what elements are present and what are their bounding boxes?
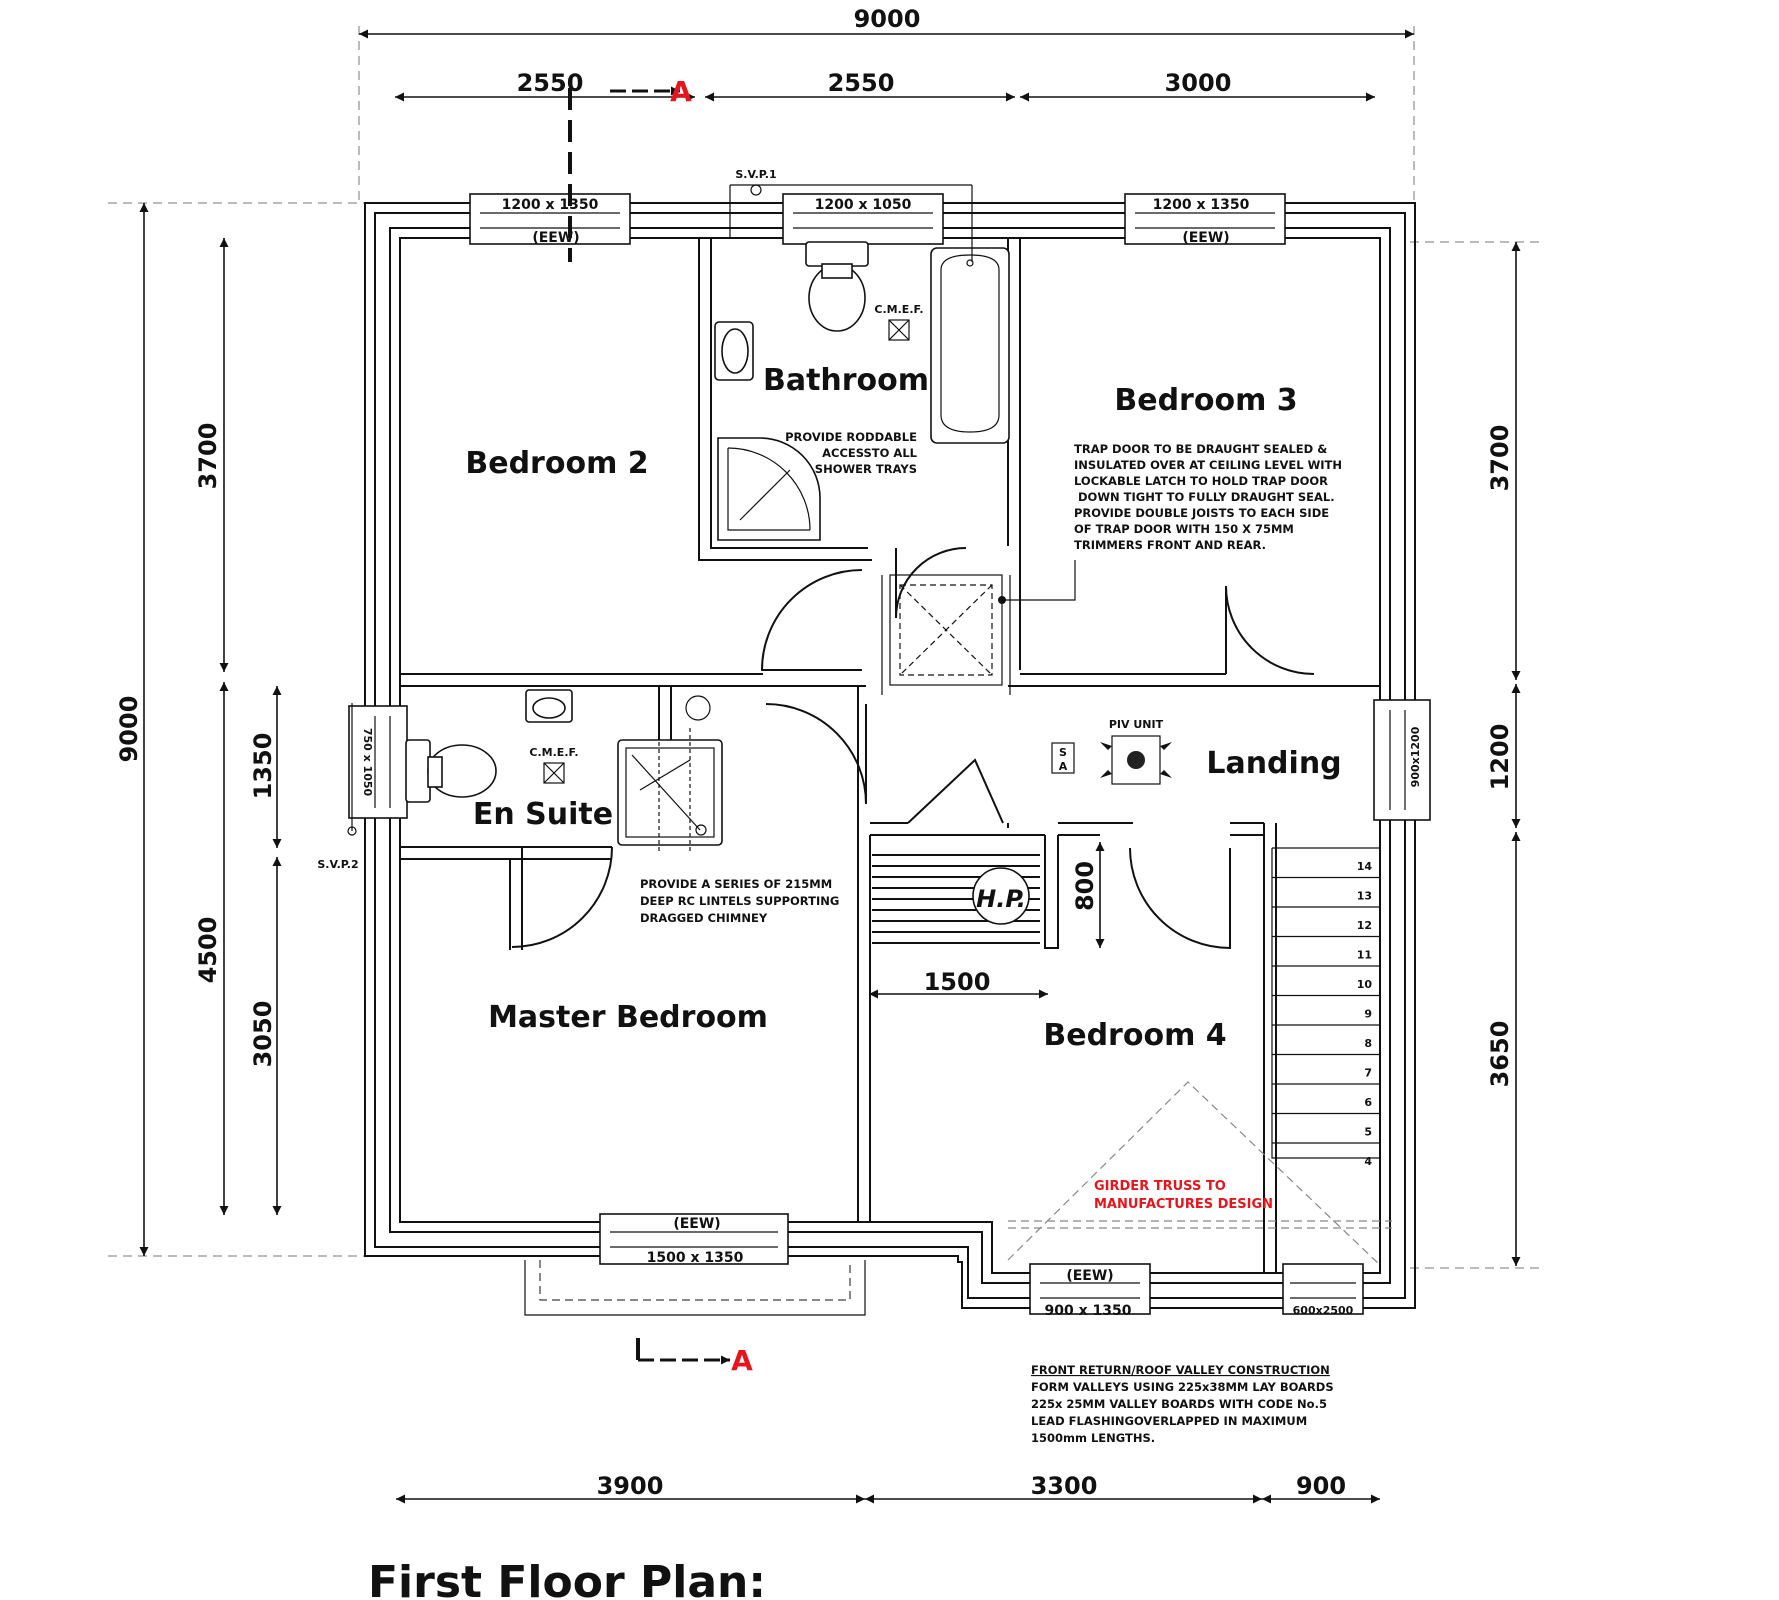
ensuite-fixtures: C.M.E.F. S.V.P.2 (317, 689, 723, 871)
dimension-lines (139, 29, 1521, 1504)
drawing-title: First Floor Plan: (368, 1557, 766, 1600)
note-trap-5: PROVIDE DOUBLE JOISTS TO EACH SIDE (1074, 506, 1329, 520)
stair-step-number: 4 (1364, 1155, 1372, 1168)
outer-walls (364, 202, 1416, 1309)
window-top-left-size: 1200 x 1350 (502, 197, 599, 213)
window-master-tag: (EEW) (673, 1216, 720, 1232)
dim-left-inner-2: 3050 (249, 1001, 277, 1068)
extension-lines (108, 26, 1545, 1269)
window-master-size: 1500 x 1350 (647, 1250, 744, 1266)
note-bathroom-2: ACCESSTO ALL (822, 446, 918, 460)
window-bed4-size: 900 x 1350 (1045, 1303, 1132, 1319)
staircase: 14 13 12 11 10 9 8 7 6 5 4 (1271, 847, 1380, 1168)
dim-top-3: 3000 (1165, 69, 1232, 97)
section-mark-bottom: A (731, 1344, 753, 1377)
note-valley-heading: FRONT RETURN/ROOF VALLEY CONSTRUCTION (1031, 1363, 1330, 1377)
window-top-right-tag: (EEW) (1182, 230, 1229, 246)
room-en-suite: En Suite (473, 797, 613, 832)
section-mark-top: A (670, 75, 692, 108)
stair-step-number: 10 (1357, 978, 1373, 991)
window-top-left-tag: (EEW) (532, 230, 579, 246)
window-ensuite-size: 750 x 1050 (361, 728, 374, 797)
bathroom-fixtures: C.M.E.F. S.V.P.1 (714, 168, 1010, 541)
piv-label: PIV UNIT (1109, 718, 1164, 731)
windows: 1200 x 1350 (EEW) 1200 x 1050 1200 x 135… (348, 193, 1431, 1319)
note-trap-7: TRIMMERS FRONT AND REAR. (1074, 538, 1266, 552)
cmef-bathroom: C.M.E.F. (874, 303, 923, 316)
dim-left-inner-1: 1350 (249, 733, 277, 800)
notes: PROVIDE RODDABLE ACCESSTO ALL SHOWER TRA… (640, 430, 1342, 1445)
note-chimney-1: PROVIDE A SERIES OF 215MM (640, 877, 832, 891)
dim-800: 800 (1071, 861, 1099, 911)
note-trap-1: TRAP DOOR TO BE DRAUGHT SEALED & (1074, 442, 1327, 456)
dim-left-overall: 9000 (115, 696, 143, 763)
stair-step-number: 6 (1364, 1096, 1372, 1109)
doors (511, 547, 1315, 950)
room-labels: Bedroom 2 Bathroom Bedroom 3 Landing En … (465, 363, 1341, 1053)
note-valley-3: LEAD FLASHINGOVERLAPPED IN MAXIMUM (1031, 1414, 1307, 1428)
stair-step-number: 14 (1357, 860, 1373, 873)
note-trap-2: INSULATED OVER AT CEILING LEVEL WITH (1074, 458, 1342, 472)
room-bedroom-3: Bedroom 3 (1114, 383, 1297, 418)
note-valley-4: 1500mm LENGTHS. (1031, 1431, 1155, 1445)
dim-1500: 1500 (924, 968, 991, 996)
stair-step-number: 12 (1357, 919, 1372, 932)
loft-hatch (881, 560, 1076, 695)
dim-top-2: 2550 (828, 69, 895, 97)
sa-label-bottom: A (1059, 760, 1068, 773)
room-master-bedroom: Master Bedroom (488, 1000, 768, 1035)
note-chimney-3: DRAGGED CHIMNEY (640, 911, 768, 925)
window-bed4-tag: (EEW) (1066, 1268, 1113, 1284)
landing-fixtures: S A PIV UNIT (1051, 718, 1172, 785)
stair-step-number: 8 (1364, 1037, 1372, 1050)
hot-press: H.P. (872, 854, 1040, 944)
room-landing: Landing (1206, 746, 1341, 781)
dim-top-overall: 9000 (854, 5, 921, 33)
section-line: A A (568, 75, 753, 1377)
note-valley-2: 225x 25MM VALLEY BOARDS WITH CODE No.5 (1031, 1397, 1327, 1411)
note-bathroom-3: SHOWER TRAYS (815, 462, 917, 476)
note-girder-1: GIRDER TRUSS TO (1094, 1179, 1226, 1194)
note-trap-3: LOCKABLE LATCH TO HOLD TRAP DOOR (1074, 474, 1328, 488)
window-top-right-size: 1200 x 1350 (1153, 197, 1250, 213)
room-bedroom-2: Bedroom 2 (465, 446, 648, 481)
dim-left-2: 4500 (194, 917, 222, 984)
dim-right-1: 3700 (1486, 425, 1514, 492)
dim-right-2: 1200 (1486, 724, 1514, 791)
dim-left-1: 3700 (194, 423, 222, 490)
svp2-label: S.V.P.2 (317, 858, 358, 871)
sa-label-top: S (1059, 746, 1067, 759)
svp1-label: S.V.P.1 (735, 168, 776, 181)
room-bedroom-4: Bedroom 4 (1043, 1018, 1226, 1053)
dim-right-3: 3650 (1486, 1021, 1514, 1088)
room-bathroom: Bathroom (763, 363, 929, 398)
note-trap-6: OF TRAP DOOR WITH 150 X 75MM (1074, 522, 1294, 536)
stair-step-number: 7 (1364, 1067, 1372, 1080)
stair-step-number: 5 (1364, 1126, 1372, 1139)
dim-bottom-3: 900 (1296, 1472, 1346, 1500)
hp-label: H.P. (976, 885, 1026, 913)
note-girder-2: MANUFACTURES DESIGN (1094, 1197, 1273, 1212)
note-chimney-2: DEEP RC LINTELS SUPPORTING (640, 894, 839, 908)
stair-step-number: 11 (1357, 949, 1372, 962)
note-bathroom-1: PROVIDE RODDABLE (785, 430, 917, 444)
note-valley-1: FORM VALLEYS USING 225x38MM LAY BOARDS (1031, 1380, 1334, 1394)
note-trap-4: DOWN TIGHT TO FULLY DRAUGHT SEAL. (1074, 490, 1335, 504)
girder-truss (1007, 1081, 1392, 1266)
dim-top-1: 2550 (517, 69, 584, 97)
window-stair-size: 600x2500 (1293, 1304, 1354, 1317)
dim-bottom-1: 3900 (597, 1472, 664, 1500)
window-landing-size: 900x1200 (1409, 726, 1422, 787)
stair-step-number: 13 (1357, 890, 1372, 903)
window-bathroom-size: 1200 x 1050 (815, 197, 912, 213)
stair-step-number: 9 (1364, 1008, 1372, 1021)
dimension-labels: 9000 2550 2550 3000 3900 3300 900 1500 9… (115, 5, 1514, 1500)
dim-bottom-2: 3300 (1031, 1472, 1098, 1500)
cmef-ensuite: C.M.E.F. (529, 746, 578, 759)
